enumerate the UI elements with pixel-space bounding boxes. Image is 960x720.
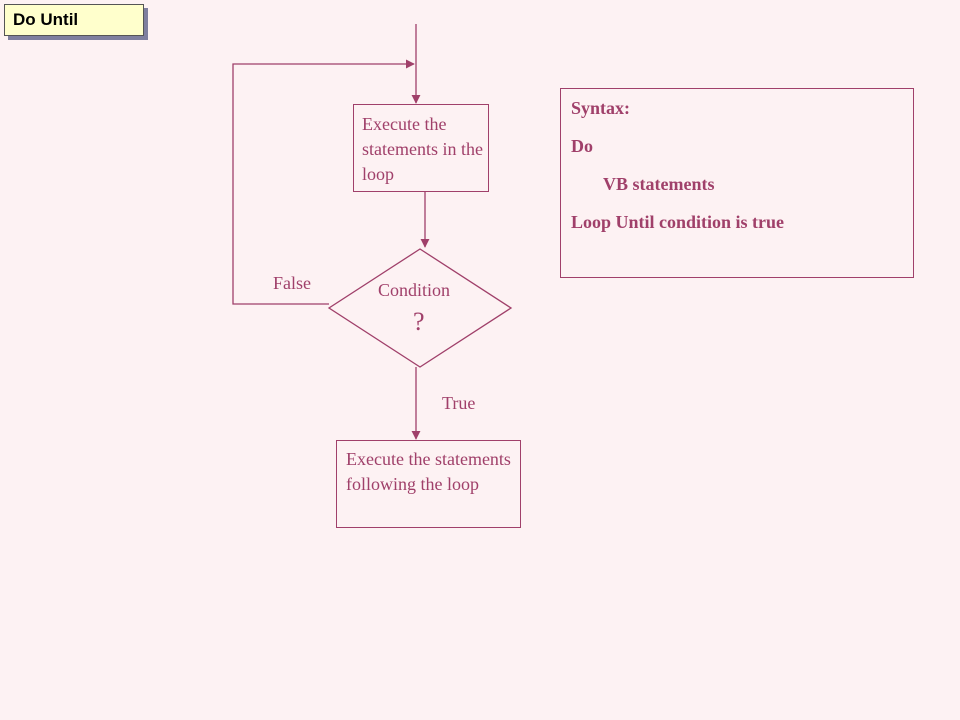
decision-condition-label: Condition bbox=[378, 280, 451, 300]
decision-diamond bbox=[327, 248, 513, 368]
slide-title: Do Until bbox=[4, 4, 144, 36]
decision-question-mark: ? bbox=[413, 307, 425, 336]
syntax-heading: Syntax: bbox=[571, 98, 631, 118]
syntax-line-statements: VB statements bbox=[603, 174, 715, 194]
true-branch-label: True bbox=[442, 393, 476, 413]
syntax-line-loop-until: Loop Until condition is true bbox=[571, 212, 785, 232]
false-branch-label: False bbox=[273, 273, 311, 293]
false-loop-back-connector bbox=[232, 59, 415, 305]
syntax-panel: Syntax: Do VB statements Loop Until cond… bbox=[560, 88, 914, 278]
after-loop-statements-box: Execute the statements following the loo… bbox=[336, 440, 521, 528]
loop-statements-box: Execute the statements in the loop bbox=[353, 104, 489, 192]
syntax-line-do: Do bbox=[571, 136, 593, 156]
